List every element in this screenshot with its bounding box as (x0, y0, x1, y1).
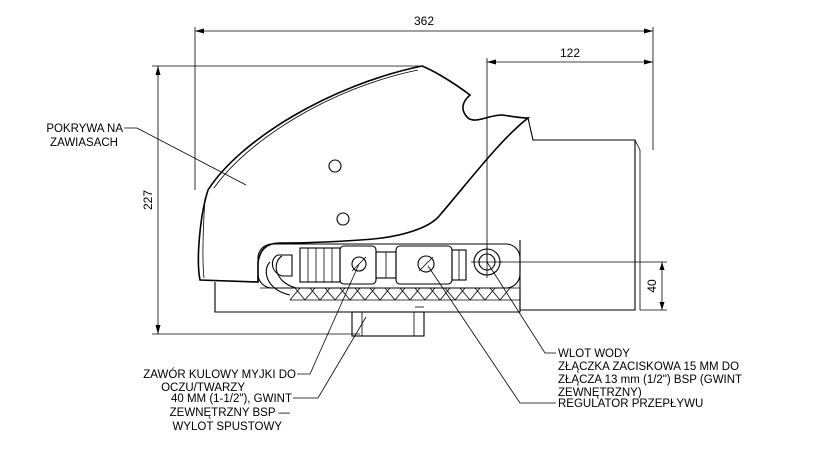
piping-assembly (257, 243, 521, 289)
callout-water-inlet-line3: ZŁĄCZA 13 mm (1/2") BSP (GWINT (558, 374, 742, 386)
callout-water-inlet-line1: WLOT WODY (558, 348, 630, 360)
dimension-inlet-offset-label: 122 (560, 46, 580, 60)
callout-ball-valve: ZAWÓR KULOWY MYJKI DO OCZU/TWARZY (143, 368, 296, 394)
callout-hinged-cover: POKRYWA NA ZAWIASACH (46, 123, 123, 149)
callout-drain-outlet-line2: ZEWNĘTRZNY BSP — (170, 407, 291, 419)
dimension-overall-height: 227 (141, 65, 422, 335)
callout-water-inlet-line2: ZŁĄCZKA ZACISKOWA 15 MM DO (558, 361, 739, 373)
callout-flow-regulator-line1: REGULATOR PRZEPŁYWU (558, 398, 703, 410)
callout-ball-valve-line2: OCZU/TWARZY (161, 382, 245, 394)
hinged-cover (197, 65, 531, 283)
flow-regulator-symbol (417, 255, 435, 273)
drain-outlet (351, 306, 425, 337)
dimension-overall-width-label: 362 (414, 14, 434, 28)
dimension-inlet-height: 40 (500, 261, 667, 311)
leader-lines (124, 127, 556, 404)
dimension-inlet-offset: 122 (486, 46, 653, 262)
dimension-overall-width: 362 (194, 14, 654, 190)
ball-valve-symbol (351, 256, 367, 272)
callout-drain-outlet: 40 MM (1-1/2"), GWINT ZEWNĘTRZNY BSP — W… (170, 393, 292, 433)
callout-ball-valve-line1: ZAWÓR KULOWY MYJKI DO (143, 368, 296, 381)
callout-water-inlet-line4: ZEWNĘTRZNY) (558, 387, 642, 399)
callout-hinged-cover-line1: POKRYWA NA (46, 123, 123, 135)
callout-flow-regulator: REGULATOR PRZEPŁYWU (558, 398, 703, 410)
dimension-inlet-height-label: 40 (645, 279, 659, 293)
cover-hole-lower (336, 212, 350, 226)
dimension-overall-height-label: 227 (141, 190, 155, 210)
callout-drain-outlet-line1: 40 MM (1-1/2"), GWINT (171, 393, 292, 405)
callout-water-inlet: WLOT WODY ZŁĄCZKA ZACISKOWA 15 MM DO ZŁĄ… (558, 348, 742, 399)
rear-housing (519, 117, 641, 311)
callout-hinged-cover-line2: ZAWIASACH (50, 137, 118, 149)
callout-drain-outlet-line3: WYLOT SPUSTOWY (173, 421, 283, 433)
cover-hole-upper (328, 159, 342, 173)
